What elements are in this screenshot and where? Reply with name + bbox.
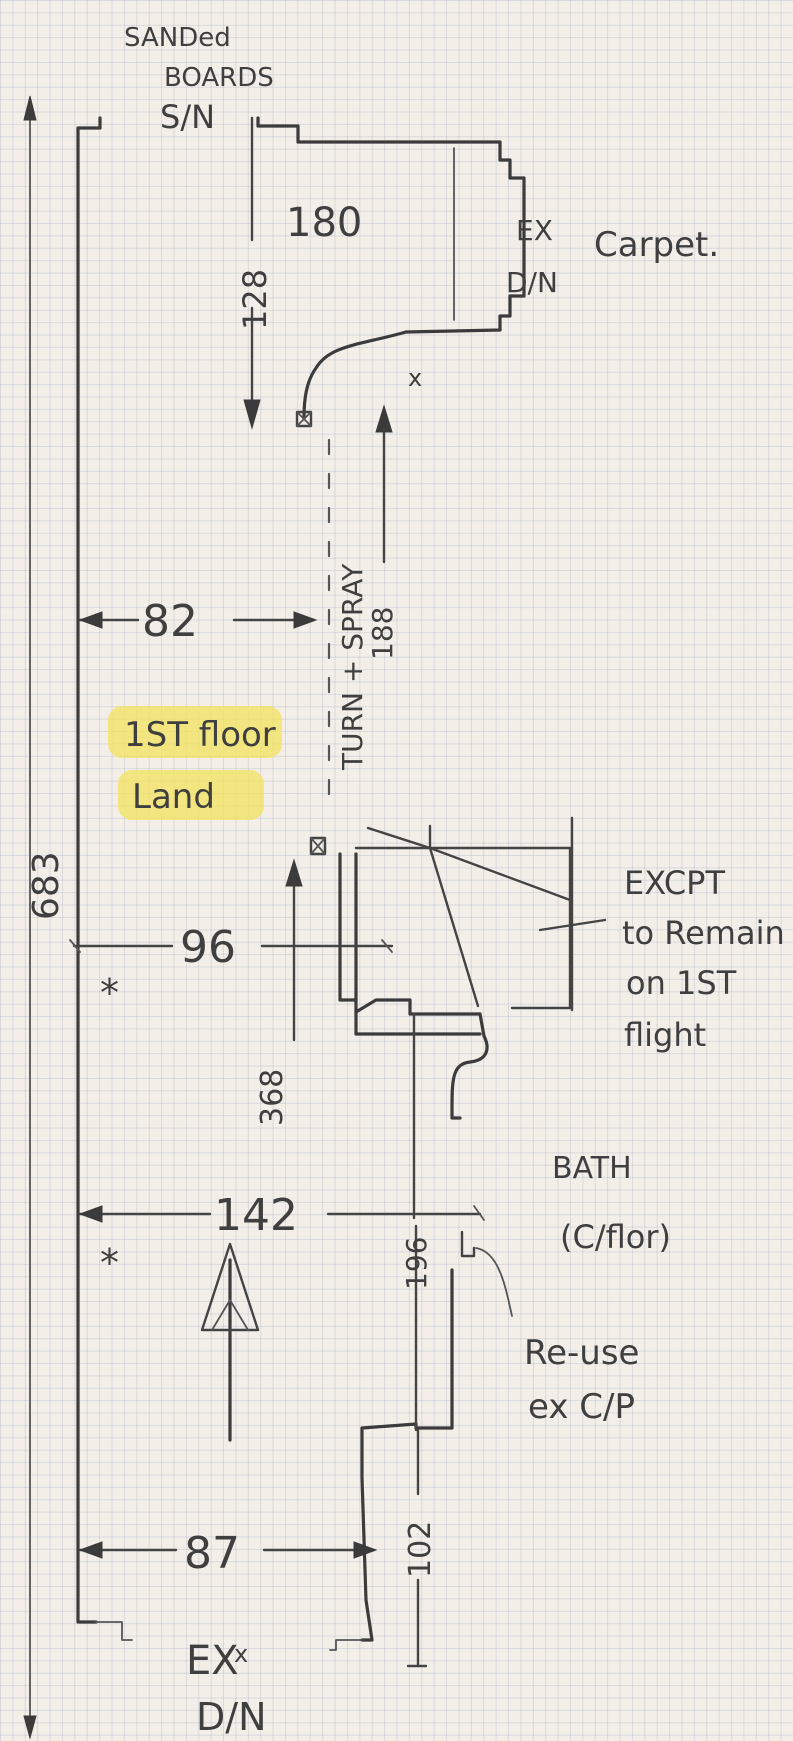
note-bath-1: BATH: [552, 1151, 632, 1186]
note-excpt-2: to Remain: [622, 914, 785, 952]
newel-post-bottom: [309, 836, 327, 856]
note-dn-bottom: D/N: [196, 1695, 267, 1739]
top-room-wall: [256, 116, 526, 334]
dim-683-arrowhead-top: [23, 95, 37, 121]
note-carpet: Carpet.: [594, 225, 719, 265]
direction-arrow-head: [200, 1242, 260, 1332]
direction-arrow-inner: [211, 1299, 249, 1331]
mid-flight-tick-1: [366, 826, 432, 850]
reuse-leader: [475, 1247, 513, 1317]
dim-87-arrowhead-left: [78, 1541, 103, 1559]
dim-82-arrowhead-left: [78, 611, 103, 629]
mid-flight-diagonal-2: [428, 846, 572, 902]
asterisk-2: *: [100, 1241, 119, 1285]
dim-683-arrowhead-bottom: [23, 1715, 37, 1740]
note-landing-2: Land: [132, 777, 215, 817]
dim-180-label: 180: [286, 200, 362, 246]
dim-683-label: 683: [26, 851, 67, 920]
note-excpt-3: on 1ST: [626, 964, 737, 1002]
right-wall-foot: [329, 1639, 363, 1651]
note-sn: S/N: [160, 98, 215, 136]
dim-82-arrowhead-right: [293, 611, 318, 629]
note-landing-1: 1ST floor: [124, 715, 276, 755]
dim-128-arrowhead: [243, 399, 261, 430]
dim-142-tick: [473, 1205, 485, 1221]
landing-highlight-2: [118, 770, 264, 820]
dim-96-label: 96: [180, 922, 236, 973]
landing-highlight-1: [108, 706, 282, 758]
left-wall-foot: [95, 1621, 133, 1641]
newel-post-bottom-cross: [310, 837, 326, 855]
dim-128-label: 128: [236, 269, 274, 330]
newel-post-top: [295, 410, 313, 428]
note-turn-spray: TURN + SPRAY: [336, 563, 369, 771]
bath-hook: [450, 1012, 489, 1120]
mid-flight-bottom-step: [354, 998, 482, 1016]
dim-196-label: 196: [400, 1237, 433, 1290]
mid-flight-top-outline: [354, 824, 572, 1010]
note-ex-top: EX: [516, 214, 553, 247]
dim-87-label: 87: [184, 1528, 240, 1579]
note-bath-2: (C/flor): [560, 1218, 671, 1256]
mid-flight-diagonal: [428, 846, 480, 1008]
dim-102-label: 102: [403, 1521, 438, 1578]
note-ex-bottom: EX: [186, 1638, 239, 1684]
excpt-leader: [538, 918, 607, 932]
lower-stepped-wall: [360, 1268, 454, 1642]
newel-post-top-cross: [296, 411, 312, 427]
dim-142-arrowhead-left: [78, 1205, 103, 1223]
asterisk-1: *: [100, 971, 119, 1015]
note-boards: BOARDS: [164, 63, 274, 93]
note-excpt-4: flight: [624, 1016, 706, 1054]
dim-188-label: 188: [366, 607, 399, 660]
note-reuse-1: Re-use: [524, 1333, 639, 1373]
dim-142-label: 142: [214, 1190, 298, 1241]
dim-96-ticks: [69, 939, 393, 953]
dim-368-arrowhead: [285, 858, 303, 887]
note-x-bottom: x: [234, 1640, 248, 1668]
note-reuse-2: ex C/P: [528, 1387, 635, 1427]
note-sanded: SANDed: [124, 23, 231, 53]
dim-188-arrowhead: [375, 404, 393, 433]
mid-flight-inner: [354, 852, 482, 1036]
lower-wall-top: [460, 1230, 476, 1258]
dim-87-arrowhead-right: [353, 1541, 378, 1559]
dim-368-label: 368: [255, 1069, 290, 1126]
left-wall: [76, 116, 102, 1624]
note-dn-top: D/N: [506, 266, 558, 299]
dim-82-label: 82: [142, 596, 198, 647]
top-curve-handrail: [302, 330, 408, 420]
note-x-top: x: [408, 364, 422, 392]
mid-flight-left: [338, 852, 358, 1002]
note-excpt-1: EXCPT: [624, 864, 725, 902]
